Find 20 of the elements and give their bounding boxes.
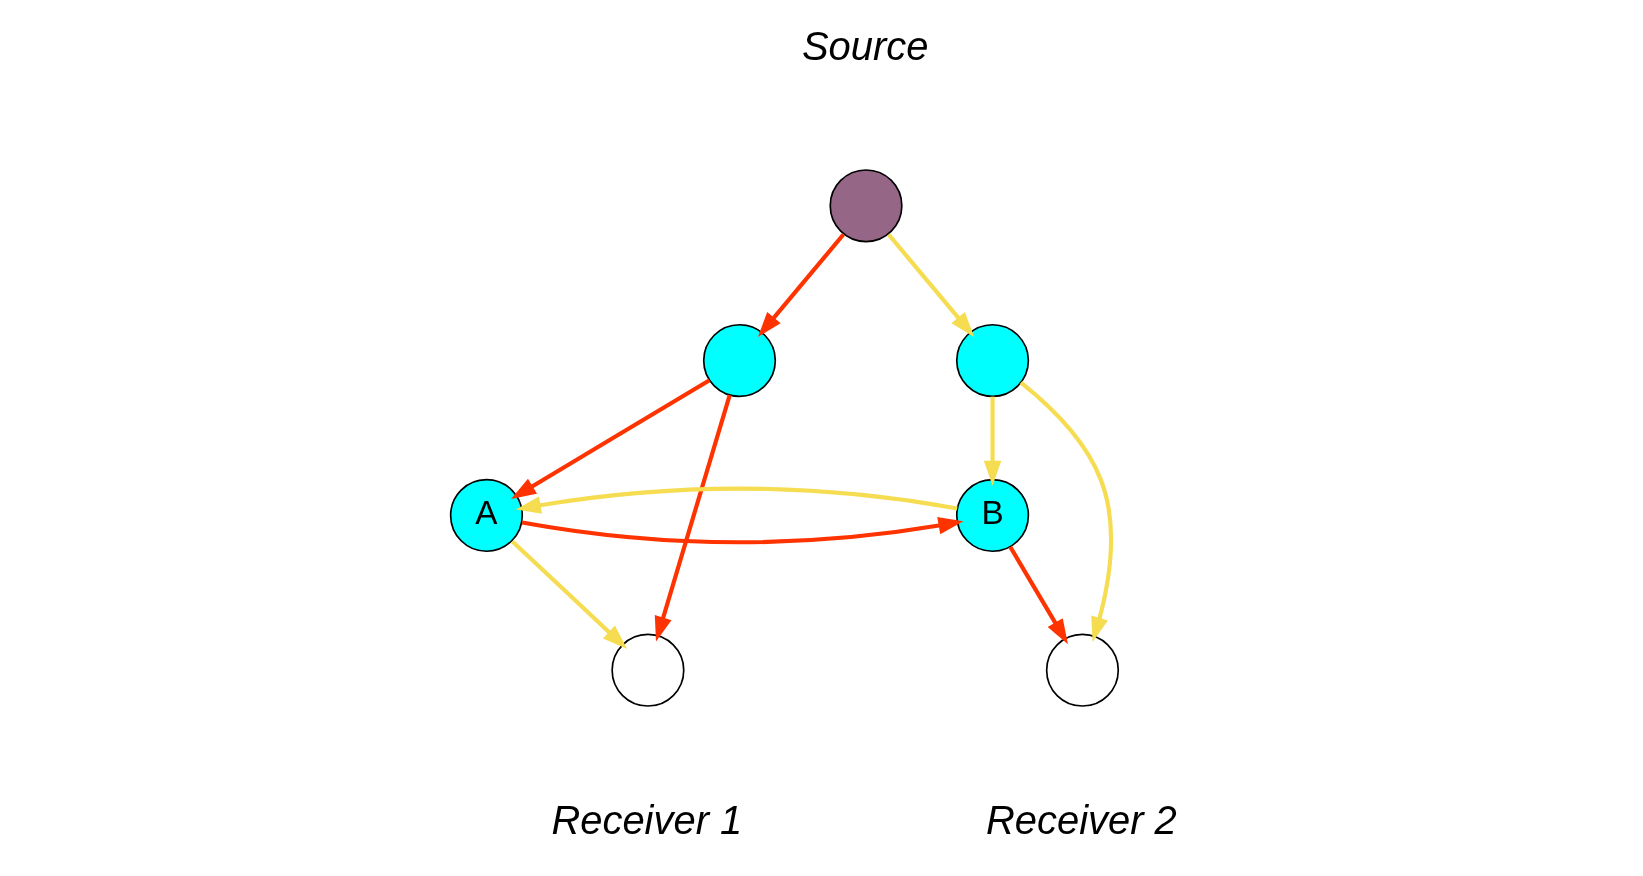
- node-circle: [702, 323, 777, 398]
- node-label: Receiver 1: [551, 797, 743, 842]
- node-label: Source: [801, 23, 929, 68]
- arrow: [521, 517, 964, 545]
- node-circle: [829, 169, 903, 243]
- node-circle: [955, 323, 1030, 398]
- node-circle: B: [955, 478, 1030, 553]
- node-label: Receiver 2: [985, 797, 1177, 842]
- arrow: [887, 233, 975, 337]
- node-circle: [611, 633, 685, 707]
- arrow: [510, 539, 628, 650]
- node-circle: A: [449, 478, 524, 553]
- arrow: [654, 394, 732, 642]
- arrow: [511, 378, 711, 500]
- node-circle: [1045, 633, 1120, 707]
- arrow: [1019, 381, 1113, 642]
- arrow: [757, 233, 845, 337]
- arrow: [983, 396, 1002, 486]
- arrow: [1008, 545, 1068, 645]
- arrow: [515, 486, 958, 514]
